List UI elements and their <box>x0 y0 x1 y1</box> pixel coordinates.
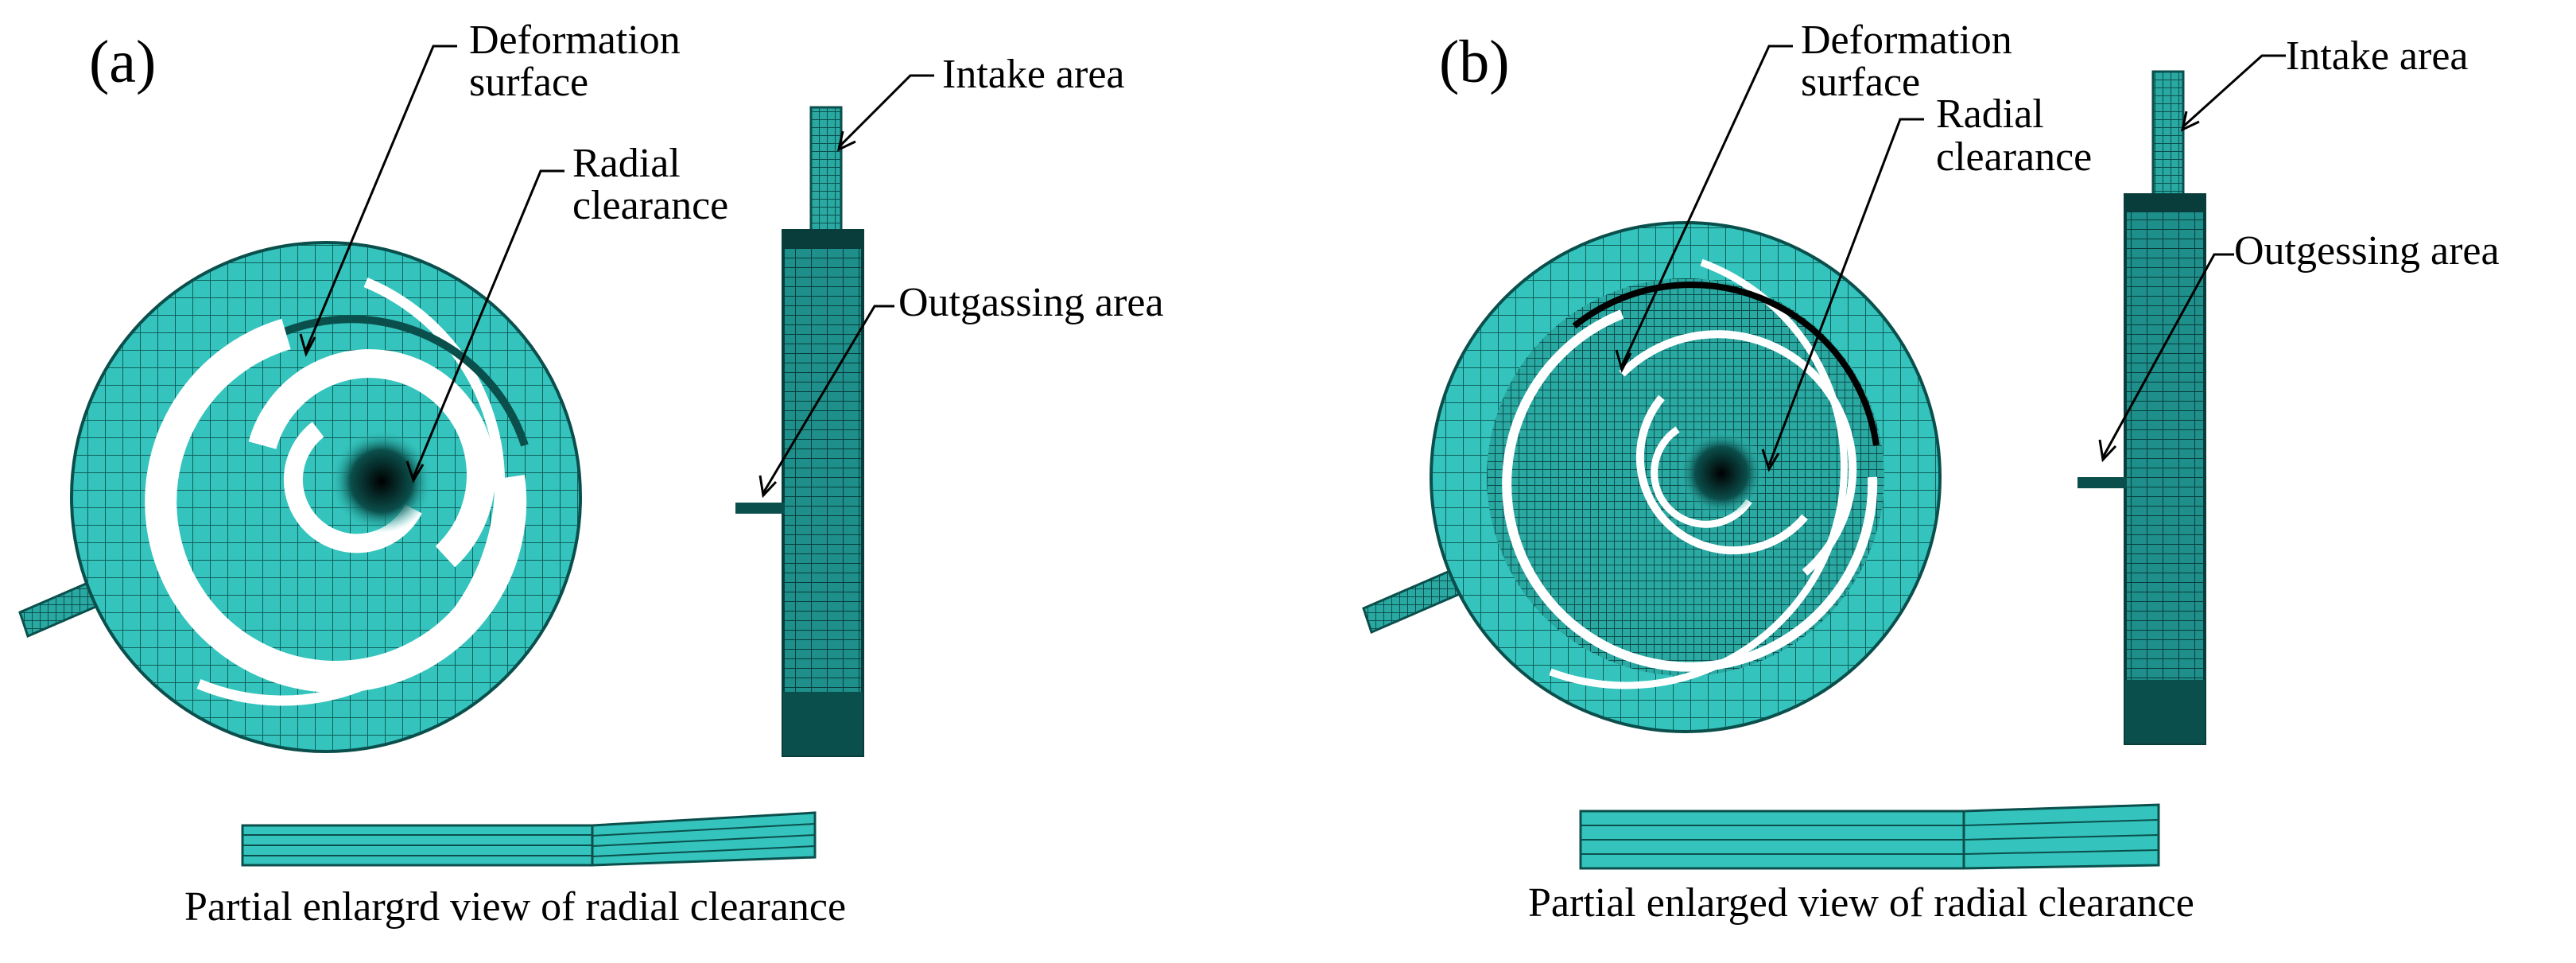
spiral-core <box>1678 429 1765 517</box>
leader-deformation-arrow <box>299 333 316 358</box>
leader-radial-arrow <box>405 460 425 483</box>
label-deformation-line1: Deformation <box>1801 17 2012 63</box>
side-view-column <box>2077 70 2206 745</box>
leader-radial <box>412 169 564 478</box>
scroll-disk-mesh <box>70 241 582 753</box>
spiral-wall-mid <box>145 318 527 693</box>
leader-radial <box>1767 118 1924 466</box>
panel-tag: (a) <box>89 29 157 95</box>
label-radial-line2: clearance <box>1936 134 2093 180</box>
label-radial-line2: clearance <box>572 183 729 228</box>
spiral-wall-inner <box>1619 330 1857 576</box>
panel-b: (b) Deformation surface Radial clearance… <box>1288 0 2576 963</box>
label-outgas: Outgessing area <box>2234 228 2500 274</box>
label-intake: Intake area <box>942 52 1125 97</box>
leader-radial-arrow <box>1761 448 1780 472</box>
leader-intake <box>2181 54 2286 129</box>
label-radial-line1: Radial <box>1936 91 2044 137</box>
label-radial-line1: Radial <box>572 141 681 186</box>
spiral-wall-center <box>1651 426 1752 528</box>
side-view-column <box>735 106 864 757</box>
leader-lines <box>1615 45 2286 472</box>
panel-a: (a) Deformation surface Radial clearance… <box>18 17 1164 930</box>
enlarged-clearance-strip <box>241 811 817 867</box>
scroll-disk-mesh <box>1430 221 1942 733</box>
enlarged-clearance-strip <box>1579 803 2160 870</box>
spiral-wall-inner <box>248 349 495 568</box>
caption: Partial enlargrd view of radial clearanc… <box>184 884 847 930</box>
panel-b-drawing <box>1362 45 2286 870</box>
spiral-wall-core <box>283 421 422 553</box>
panel-tag: (b) <box>1439 29 1510 95</box>
label-outgas: Outgassing area <box>898 280 1164 325</box>
leader-deformation-arrow <box>1615 349 1632 374</box>
spiral-gap-dark <box>1572 282 1880 446</box>
leader-outgas <box>2101 253 2234 458</box>
panel-a-drawing <box>18 45 934 867</box>
label-intake: Intake area <box>2286 33 2469 79</box>
label-deformation-line2: surface <box>469 60 589 105</box>
leader-outgas-arrow <box>758 475 778 499</box>
label-deformation-line2: surface <box>1801 60 1921 105</box>
spiral-core <box>330 429 433 533</box>
leader-deformation <box>305 45 457 351</box>
leader-deformation <box>1620 45 1793 367</box>
caption: Partial enlarged view of radial clearanc… <box>1528 880 2194 926</box>
leader-intake <box>837 74 934 149</box>
spiral-wall-mid <box>1502 309 1878 672</box>
leader-lines <box>299 45 934 499</box>
spiral-wall-core <box>1635 394 1808 555</box>
leader-intake-arrow <box>2180 111 2200 132</box>
leader-outgas <box>762 305 894 494</box>
label-deformation-line1: Deformation <box>469 17 681 63</box>
leader-intake-arrow <box>836 130 856 152</box>
leader-outgas-arrow <box>2098 439 2117 463</box>
